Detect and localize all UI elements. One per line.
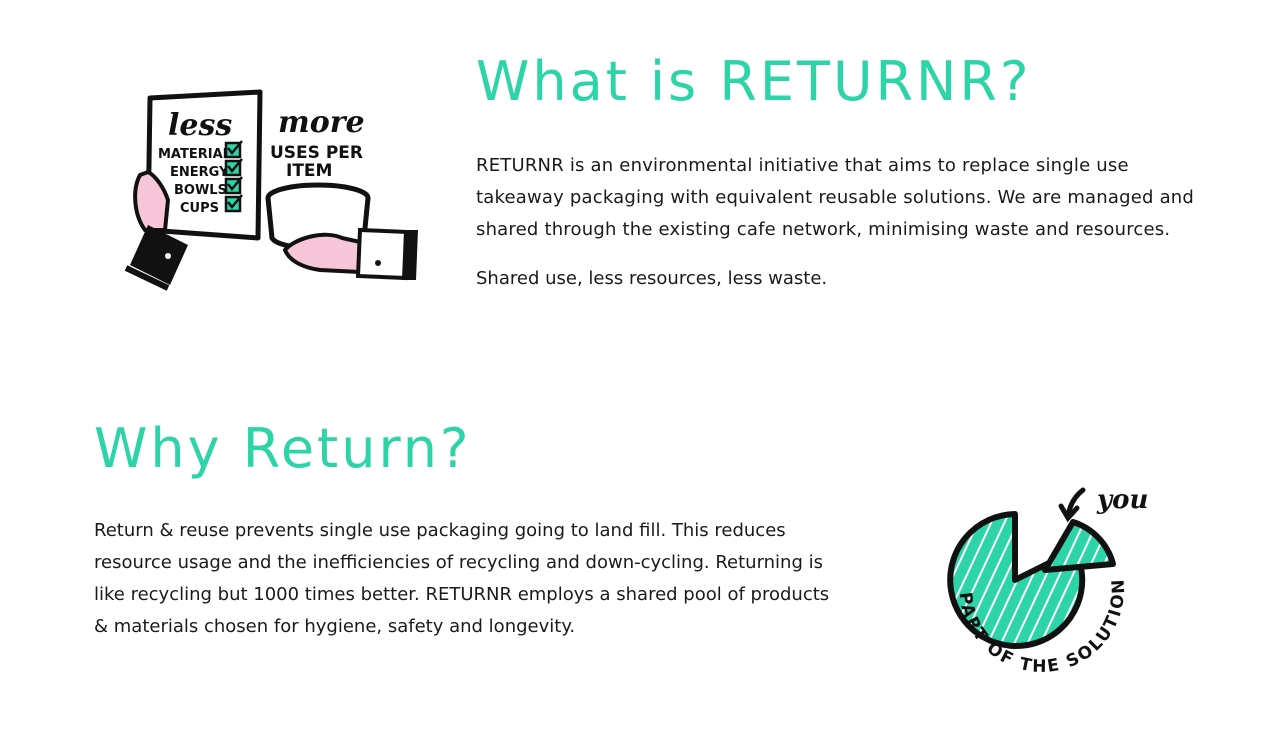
why-description: Return & reuse prevents single use packa… <box>94 520 830 637</box>
checkbox-icons <box>224 140 243 213</box>
what-title: What is RETURNR? <box>476 50 1032 113</box>
more-line-2: ITEM <box>286 161 332 181</box>
checklist-item-cups: CUPS <box>180 201 219 216</box>
what-tagline: Shared use, less resources, less waste. <box>476 268 828 289</box>
pie-chart-icon <box>947 511 1086 649</box>
less-label: less <box>168 108 232 143</box>
arrow-icon <box>1058 487 1086 523</box>
left-hand-icon <box>124 169 188 291</box>
you-label: you <box>1096 485 1148 515</box>
pie-slice-icon <box>1042 519 1116 573</box>
less-more-illustration: less MATERIALS ENERGY BOWLS CUPS more US… <box>124 89 418 291</box>
more-label: more <box>278 105 365 140</box>
checklist-item-energy: ENERGY <box>170 165 229 180</box>
what-is-returnr-section: less MATERIALS ENERGY BOWLS CUPS more US… <box>0 0 1280 340</box>
checklist-item-bowls: BOWLS <box>174 183 227 198</box>
more-line-1: USES PER <box>270 143 363 163</box>
checklist-item-materials: MATERIALS <box>158 147 240 162</box>
right-hand-icon <box>282 227 418 281</box>
part-of-solution-illustration: you PART OF THE SOLUTION <box>947 485 1148 677</box>
what-description: RETURNR is an environmental initiative t… <box>476 155 1195 240</box>
why-title: Why Return? <box>94 417 472 480</box>
